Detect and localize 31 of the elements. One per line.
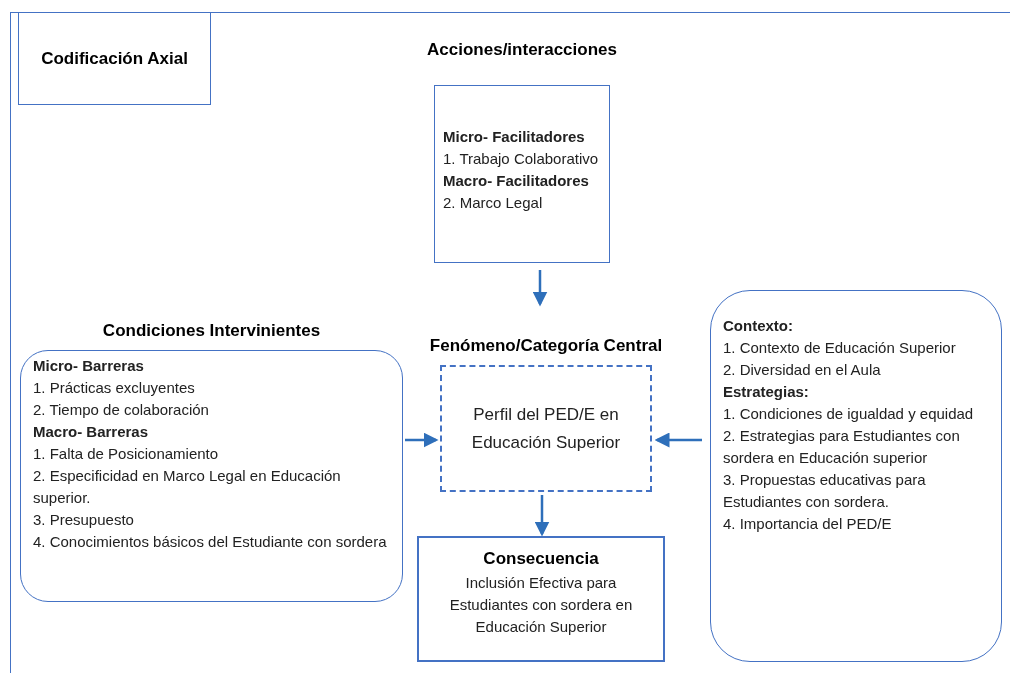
arrow (532, 270, 548, 307)
list-item: 1. Contexto de Educación Superior (723, 338, 957, 358)
list-item: Macro- Facilitadores (443, 171, 590, 191)
list-item: Micro- Facilitadores (443, 127, 586, 147)
list-item: Contexto: (723, 316, 794, 336)
list-item: 2. Diversidad en el Aula (723, 360, 882, 380)
box-heading: Consecuencia (483, 548, 599, 570)
arrow (534, 495, 550, 537)
list-item: Macro- Barreras (33, 422, 150, 442)
list-item: 2. Especificidad en Marco Legal en Educación superior. (33, 466, 342, 508)
section-heading: Acciones/interacciones (427, 39, 617, 61)
list-item: 4. Importancia del PED/E (723, 514, 893, 534)
list-item: 3. Propuestas educativas para Estudiantes con sordera. (723, 470, 927, 512)
section-heading: Fenómeno/Categoría Central (429, 335, 663, 357)
list-item: 1. Falta de Posicionamiento (33, 444, 220, 464)
section-heading: Condiciones Intervinientes (102, 320, 321, 342)
list-item: 2. Estrategias para Estudiantes con sordera en Educación superior (723, 426, 961, 468)
list-item: Estrategias: (723, 382, 810, 402)
list-item: 4. Conocimientos básicos del Estudiante con sordera (33, 532, 388, 552)
list-item: 1. Trabajo Colaborativo (443, 149, 600, 169)
list-item: 3. Presupuesto (33, 510, 135, 530)
title-text: Codificación Axial (41, 47, 188, 70)
consequence-text: Inclusión Efectiva para Estudiantes con sordera en Educación Superior (448, 572, 634, 637)
list-item: 1. Prácticas excluyentes (33, 378, 196, 398)
phenomenon-text: Perfil del PED/E en Educación Superior (470, 403, 622, 454)
list-item: 1. Condiciones de igualdad y equidad (723, 404, 975, 424)
list-item: 2. Marco Legal (443, 193, 544, 213)
arrow (405, 432, 439, 448)
arrow (654, 432, 702, 448)
list-item: Micro- Barreras (33, 356, 145, 376)
list-item: 2. Tiempo de colaboración (33, 400, 210, 420)
